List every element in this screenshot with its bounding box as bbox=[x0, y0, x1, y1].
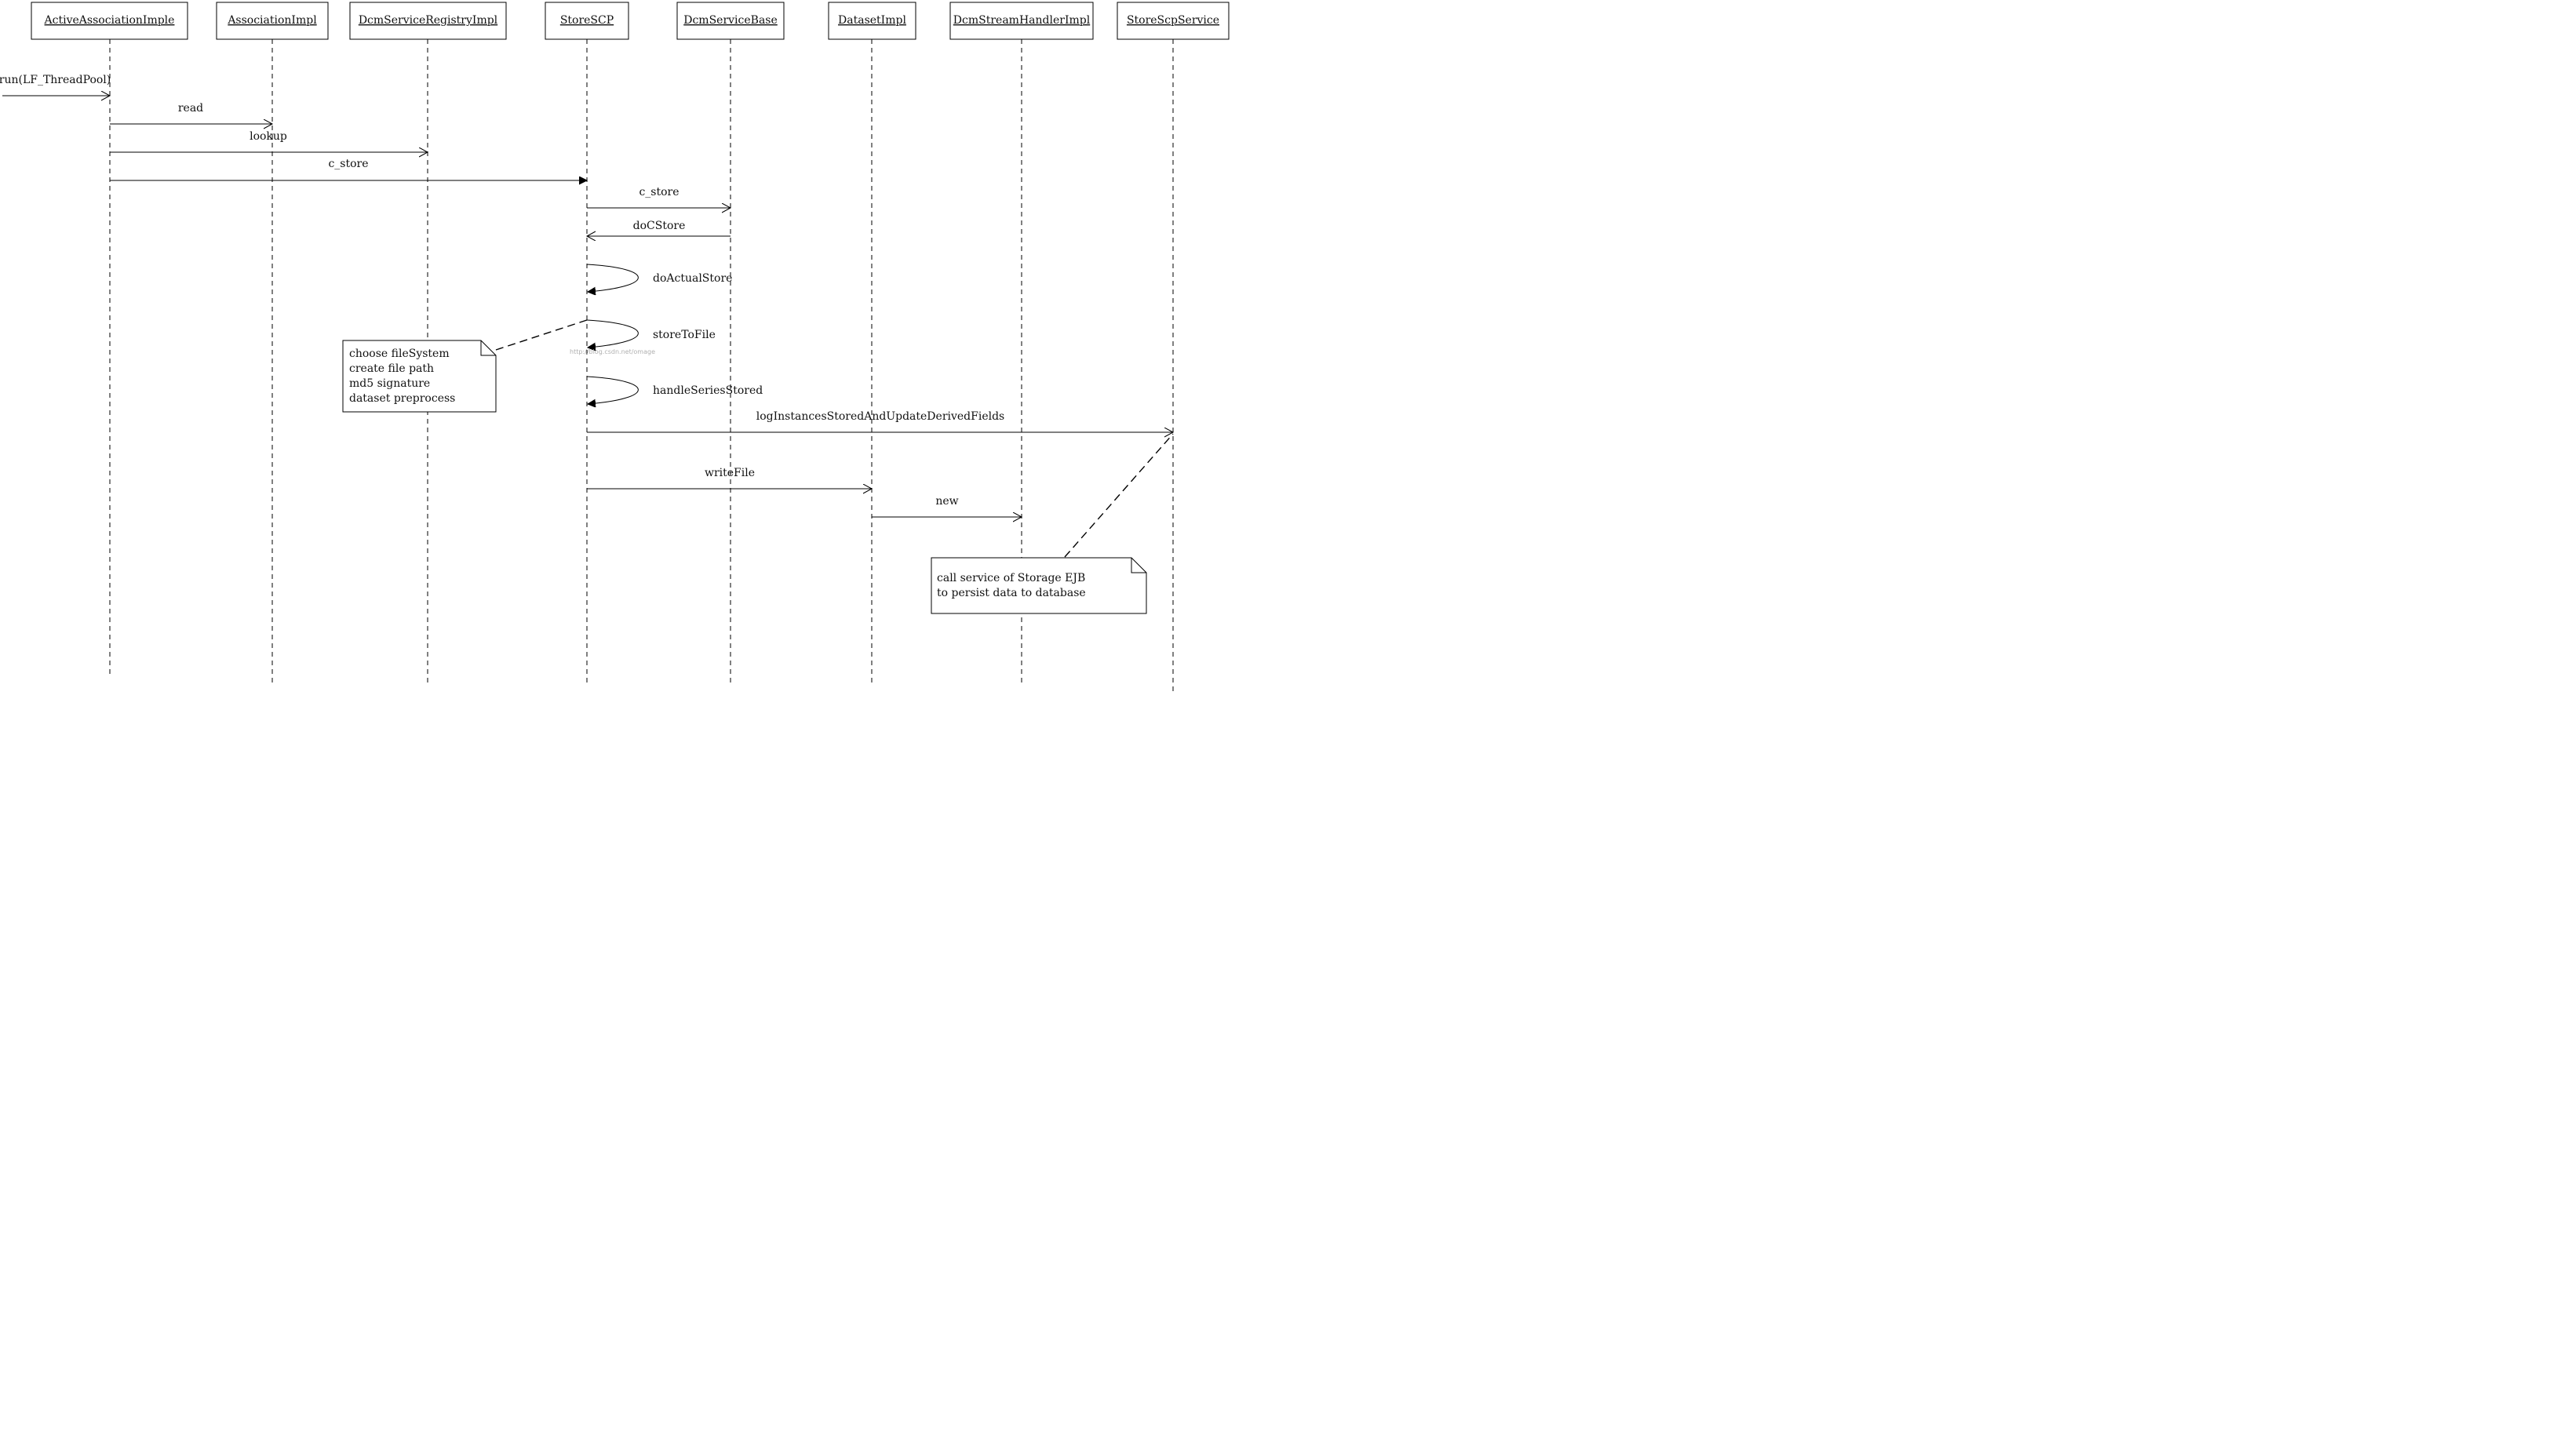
messages: run(LF_ThreadPool) read lookup c_store c… bbox=[0, 74, 1173, 517]
message-c-store-2: c_store bbox=[587, 186, 731, 208]
sequence-diagram: ActiveAssociationImple AssociationImpl D… bbox=[0, 2, 1230, 694]
message-label: c_store bbox=[639, 186, 679, 198]
message-label: c_store bbox=[328, 158, 368, 170]
message-read: read bbox=[110, 102, 272, 124]
note-line: create file path bbox=[349, 362, 434, 375]
participant-label: AssociationImpl bbox=[227, 14, 317, 27]
message-writefile: writeFile bbox=[587, 467, 872, 489]
participant-label: ActiveAssociationImple bbox=[44, 14, 175, 27]
participant-label: DcmServiceRegistryImpl bbox=[359, 14, 498, 27]
message-label: storeToFile bbox=[653, 329, 716, 341]
participant-dcmstreamhandlerimpl: DcmStreamHandlerImpl bbox=[949, 2, 1094, 40]
participant-associationimpl: AssociationImpl bbox=[216, 2, 329, 40]
message-label: doActualStore bbox=[653, 272, 732, 285]
participant-label: StoreSCP bbox=[560, 14, 614, 27]
watermark: http://blog.csdn.net/omage bbox=[570, 348, 655, 355]
message-lookup: lookup bbox=[110, 130, 428, 152]
participant-dcmserviceregistryimpl: DcmServiceRegistryImpl bbox=[349, 2, 507, 40]
message-storetofile: storeToFile bbox=[587, 319, 716, 348]
participant-activeassociationimple: ActiveAssociationImple bbox=[31, 2, 188, 40]
message-doactualstore: doActualStore bbox=[587, 264, 732, 292]
message-docstore: doCStore bbox=[587, 220, 731, 236]
note-line: call service of Storage EJB bbox=[937, 572, 1085, 584]
note-connector bbox=[495, 319, 588, 351]
message-label: lookup bbox=[250, 130, 287, 143]
message-label: logInstancesStoredAndUpdateDerivedFields bbox=[756, 410, 1005, 423]
participant-label: DcmStreamHandlerImpl bbox=[953, 14, 1091, 27]
note-line: to persist data to database bbox=[937, 587, 1086, 599]
message-new: new bbox=[872, 495, 1022, 517]
message-label: new bbox=[935, 495, 958, 508]
participant-label: StoreScpService bbox=[1127, 14, 1219, 27]
message-label: doCStore bbox=[633, 220, 686, 232]
participant-datasetimpl: DatasetImpl bbox=[828, 2, 916, 40]
participant-storescpservice: StoreScpService bbox=[1117, 2, 1230, 40]
message-loginstancesstored: logInstancesStoredAndUpdateDerivedFields bbox=[587, 410, 1173, 432]
note-line: dataset preprocess bbox=[349, 392, 455, 405]
participant-label: DcmServiceBase bbox=[683, 14, 778, 27]
message-handleseriesstored: handleSeriesStored bbox=[587, 376, 763, 404]
message-label: run(LF_ThreadPool) bbox=[0, 74, 111, 86]
note-storetofile: choose fileSystem create file path md5 s… bbox=[342, 319, 588, 413]
note-connector bbox=[1064, 433, 1174, 558]
participant-dcmservicebase: DcmServiceBase bbox=[676, 2, 785, 40]
message-run: run(LF_ThreadPool) bbox=[0, 74, 111, 96]
participant-label: DatasetImpl bbox=[838, 14, 906, 27]
note-line: choose fileSystem bbox=[349, 348, 450, 360]
note-storage-ejb: call service of Storage EJB to persist d… bbox=[931, 433, 1174, 614]
message-label: handleSeriesStored bbox=[653, 384, 763, 397]
message-c-store-1: c_store bbox=[110, 158, 587, 180]
participant-storescp: StoreSCP bbox=[545, 2, 629, 40]
message-label: writeFile bbox=[705, 467, 755, 479]
participants: ActiveAssociationImple AssociationImpl D… bbox=[31, 2, 1230, 40]
message-label: read bbox=[178, 102, 203, 115]
note-line: md5 signature bbox=[349, 377, 430, 390]
